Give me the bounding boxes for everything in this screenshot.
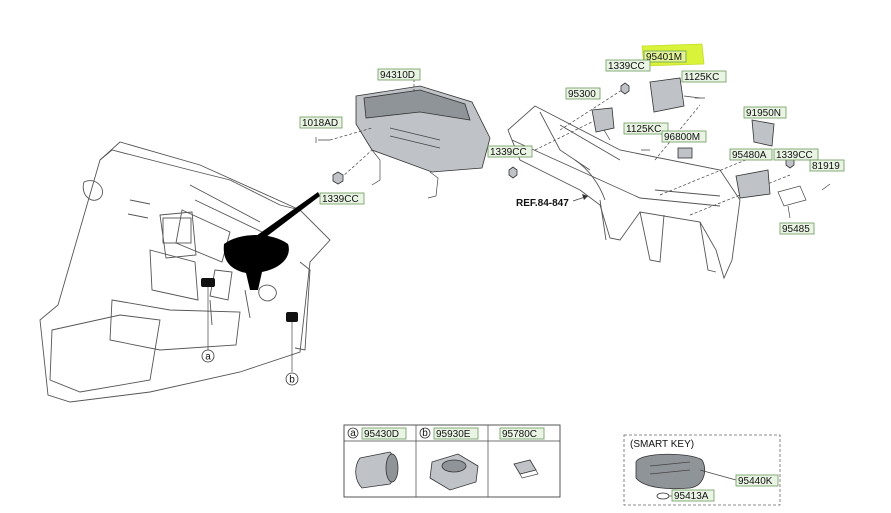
svg-text:REF.84-847: REF.84-847 — [516, 198, 569, 209]
dash-frame — [507, 77, 831, 280]
label-95480A: 95480A — [729, 148, 773, 161]
svg-text:1125KC: 1125KC — [626, 124, 661, 135]
svg-text:1339CC: 1339CC — [776, 150, 813, 161]
svg-text:1339CC: 1339CC — [490, 147, 527, 158]
switch-legend-table: a 95430D b 95930E 95780C — [343, 424, 561, 498]
smart-key-box: (SMART KEY) 95440K 95413A — [623, 434, 781, 506]
instrument-cluster — [315, 79, 491, 199]
smart-key-fob — [635, 453, 706, 490]
dashboard-illustration: a b — [39, 141, 331, 403]
legend-item-b: b 95930E — [419, 427, 479, 491]
reference-label: REF.84-847 — [516, 198, 569, 209]
callout-b: b — [285, 372, 299, 386]
svg-text:95300: 95300 — [568, 89, 596, 100]
label-1339CC-right: 1339CC — [773, 148, 819, 161]
label-91950N: 91950N — [743, 106, 787, 119]
svg-text:95485: 95485 — [782, 224, 810, 235]
label-1339CC-cluster: 1339CC — [319, 192, 365, 205]
legend-item-c: 95780C — [499, 427, 545, 479]
svg-text:95930E: 95930E — [436, 429, 471, 440]
label-96800M: 96800M — [661, 130, 707, 143]
svg-text:91950N: 91950N — [746, 108, 781, 119]
svg-text:1339CC: 1339CC — [608, 61, 645, 72]
svg-text:1125KC: 1125KC — [684, 72, 719, 83]
label-95300: 95300 — [565, 87, 601, 100]
label-1339CC-top: 1339CC — [605, 59, 651, 72]
label-1125KC-top: 1125KC — [681, 70, 727, 83]
svg-text:b: b — [289, 375, 295, 386]
svg-text:a: a — [205, 352, 211, 363]
battery-part-label: 95413A — [674, 491, 709, 502]
svg-text:a: a — [350, 428, 356, 439]
label-1018AD: 1018AD — [299, 116, 343, 129]
svg-text:95401M: 95401M — [646, 52, 682, 63]
label-94310D: 94310D — [377, 68, 421, 81]
svg-text:96800M: 96800M — [664, 132, 700, 143]
label-95485: 95485 — [779, 222, 815, 235]
label-1125KC-mid: 1125KC — [623, 122, 669, 135]
callout-a: a — [201, 349, 215, 363]
svg-text:95780C: 95780C — [502, 429, 537, 440]
svg-text:95430D: 95430D — [364, 429, 399, 440]
key-battery — [656, 492, 670, 500]
svg-text:95480A: 95480A — [732, 150, 767, 161]
svg-text:b: b — [422, 428, 428, 439]
smart-key-part-label: 95440K — [738, 476, 773, 487]
svg-text:81919: 81919 — [812, 161, 840, 172]
smart-key-title: (SMART KEY) — [630, 439, 694, 450]
svg-text:94310D: 94310D — [380, 70, 415, 81]
svg-text:1018AD: 1018AD — [302, 118, 338, 129]
label-1339CC-left: 1339CC — [487, 145, 533, 158]
label-95401M-highlighted: 95401M — [641, 43, 705, 67]
label-81919: 81919 — [809, 159, 845, 172]
svg-text:1339CC: 1339CC — [322, 194, 359, 205]
legend-item-a: a 95430D — [347, 427, 407, 489]
